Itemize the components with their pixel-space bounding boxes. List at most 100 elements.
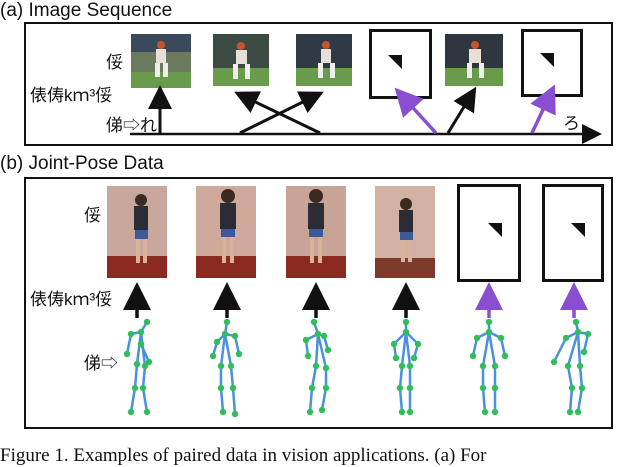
skeleton-joint xyxy=(406,408,414,416)
skeleton-bone xyxy=(135,331,143,365)
skeleton-bone xyxy=(481,331,491,367)
skeleton-bone xyxy=(314,333,320,367)
skeleton-bone xyxy=(316,333,328,369)
person-image xyxy=(107,186,167,278)
corner-marker-icon xyxy=(388,55,402,69)
skeleton-joint xyxy=(127,330,135,338)
skeleton-joint xyxy=(491,362,499,370)
skeleton-joint xyxy=(501,352,509,360)
corner-marker-icon xyxy=(540,53,554,67)
skeleton-joint xyxy=(473,334,481,342)
skeleton-joint xyxy=(217,362,225,370)
skeleton-joint xyxy=(231,410,239,418)
skeleton-bone xyxy=(487,331,497,367)
skeleton-joint xyxy=(308,384,316,392)
skeleton-joint xyxy=(324,346,332,354)
skeleton-bone xyxy=(125,333,133,355)
arrow-a-3 xyxy=(234,91,321,135)
skeleton-group xyxy=(123,318,592,418)
skeleton-joint xyxy=(562,334,570,342)
baseball-image xyxy=(131,34,191,88)
skeleton-joint xyxy=(137,328,145,336)
skeleton-bone xyxy=(576,387,584,413)
skeleton-joint xyxy=(123,350,131,358)
skeleton-joint xyxy=(576,362,584,370)
panel-a-label-row2: 俵俦kｍ³俀 xyxy=(30,86,113,105)
skeleton-joint xyxy=(312,362,320,370)
panel-a-label-row1: 俀 xyxy=(106,53,123,72)
skeleton-joint xyxy=(578,384,586,392)
skeleton-joint xyxy=(479,362,487,370)
panel-a-label-row3: 俤⇨れ xyxy=(106,116,157,135)
skeleton-bone xyxy=(141,387,149,413)
skeleton-joint xyxy=(137,340,145,348)
skeleton-joint xyxy=(223,318,231,326)
skeleton-joint xyxy=(320,332,328,340)
skeleton-bone xyxy=(223,333,233,367)
baseball-frame-3 xyxy=(296,34,352,86)
skeleton-joint xyxy=(322,364,330,372)
skeleton-bone xyxy=(219,387,225,413)
skeleton-joint xyxy=(574,328,582,336)
skeleton-joint xyxy=(302,336,310,344)
baseball-image xyxy=(213,34,269,86)
skeleton-joint xyxy=(574,408,582,416)
skeleton-joint xyxy=(143,408,151,416)
arrow-a-4 xyxy=(394,87,438,135)
skeleton-joint xyxy=(314,330,322,338)
skeleton-joint xyxy=(235,350,243,358)
skeleton-bone xyxy=(310,365,318,389)
skeleton-bone xyxy=(320,387,328,411)
panel-b-label-row2: 俵俦kｍ³俀 xyxy=(30,290,113,309)
skeleton-joint xyxy=(402,318,410,326)
skeleton-joint xyxy=(143,318,151,326)
skeleton-bone xyxy=(552,337,568,363)
skeleton-joint xyxy=(402,328,410,336)
skeleton-bone xyxy=(139,331,147,367)
skeleton-joint xyxy=(414,340,422,348)
skeleton-bone xyxy=(229,365,235,389)
skeleton-joint xyxy=(479,384,487,392)
panel-a-axis-end-label: ろ xyxy=(563,114,580,133)
missing-frame-b-2 xyxy=(542,184,604,282)
skeleton-joint xyxy=(131,384,139,392)
skeleton-bone xyxy=(566,365,574,389)
skeleton-bone xyxy=(133,363,139,389)
skeleton-bone xyxy=(308,387,314,413)
skeleton-joint xyxy=(390,340,398,348)
baseball-frame-5 xyxy=(445,34,503,86)
person-image xyxy=(375,186,435,278)
skeleton-bone xyxy=(404,331,412,367)
panel-b-title: (b) Joint-Pose Data xyxy=(0,153,164,174)
skeleton-joint xyxy=(209,352,217,360)
person-image xyxy=(196,186,256,278)
figure-caption: Figure 1. Examples of paired data in vis… xyxy=(0,445,487,466)
skeleton-joint xyxy=(406,384,414,392)
skeleton-joint xyxy=(322,384,330,392)
panel-b-frame xyxy=(24,177,613,429)
skeleton-joint xyxy=(219,408,227,416)
skeleton-joint xyxy=(392,354,400,362)
skeleton-joint xyxy=(497,334,505,342)
panel-b-label-row3: 俤⇨ xyxy=(84,354,118,373)
skeleton-joint xyxy=(564,362,572,370)
baseball-image xyxy=(296,34,352,86)
skeleton-joint xyxy=(481,408,489,416)
skeleton-joint xyxy=(398,362,406,370)
skeleton-bone xyxy=(576,331,582,367)
skeleton-bone xyxy=(398,387,404,413)
person-photo-2 xyxy=(196,186,256,278)
skeleton-joint xyxy=(572,318,580,326)
skeleton-joint xyxy=(227,362,235,370)
skeleton-joint xyxy=(410,354,418,362)
skeleton-joint xyxy=(310,318,318,326)
person-image xyxy=(286,186,346,278)
skeleton-joint xyxy=(566,408,574,416)
skeleton-bone xyxy=(231,387,237,415)
baseball-frame-1 xyxy=(131,34,191,88)
arrow-a-6 xyxy=(530,84,556,134)
skeleton-joint xyxy=(127,408,135,416)
baseball-frame-2 xyxy=(213,34,269,86)
skeleton-joint xyxy=(145,358,153,366)
